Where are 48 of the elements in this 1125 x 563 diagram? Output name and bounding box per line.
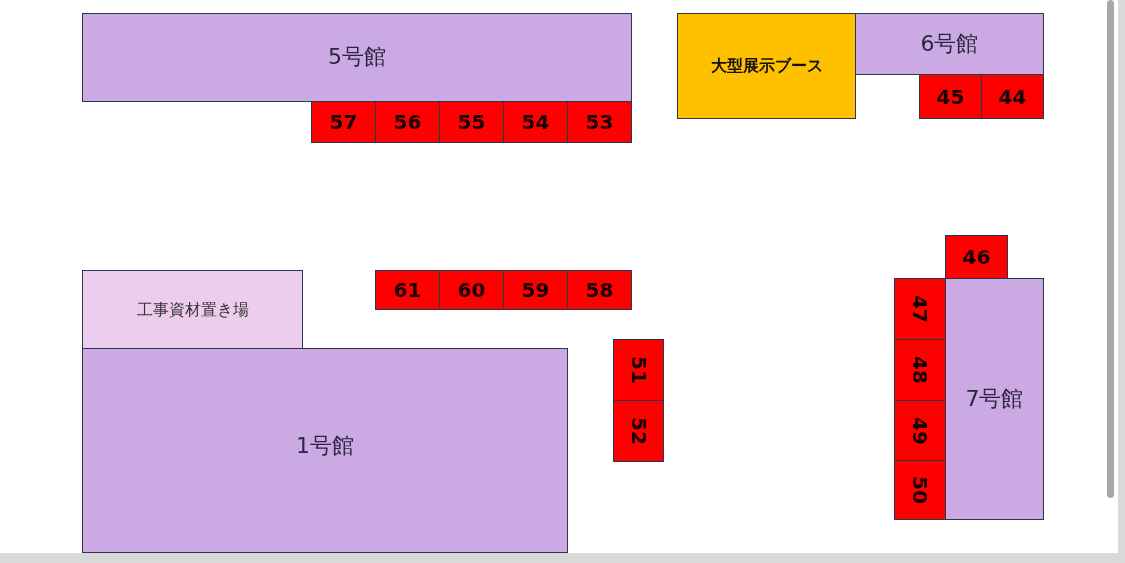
booth-box <box>945 235 1008 279</box>
booth-number: 51 <box>627 356 650 384</box>
booth-box <box>567 270 632 310</box>
area-label: 大型展示ブース <box>710 57 823 75</box>
area-label: 7号館 <box>965 386 1024 412</box>
booth-number: 50 <box>909 476 931 504</box>
area-label: 工事資材置き場 <box>136 300 249 319</box>
booth-number: 47 <box>909 295 931 323</box>
booth-box <box>613 400 664 462</box>
booth-box <box>375 101 440 143</box>
booth-number: 58 <box>585 279 614 301</box>
area-label: 5号館 <box>328 45 386 70</box>
booth-number: 52 <box>627 417 650 445</box>
booth-box <box>311 101 376 143</box>
hall-building <box>945 278 1044 520</box>
booth-number: 60 <box>457 279 486 301</box>
booth-box <box>503 270 568 310</box>
booth-number: 59 <box>521 279 550 301</box>
booth-box <box>894 278 946 340</box>
booth-box <box>981 74 1044 119</box>
booth-number: 57 <box>329 111 358 133</box>
booth-box <box>894 460 946 520</box>
booth-number: 49 <box>909 416 931 445</box>
booth-number: 53 <box>585 111 614 133</box>
area-label: 6号館 <box>920 31 979 57</box>
hall-building <box>82 348 568 553</box>
hall-building <box>855 13 1044 75</box>
hall-building <box>82 13 632 102</box>
booth-number: 48 <box>909 356 931 384</box>
booth-number: 54 <box>521 111 550 133</box>
area-label: 1号館 <box>296 434 354 459</box>
booth-number: 56 <box>393 111 422 133</box>
booth-number: 55 <box>457 111 486 133</box>
booth-box <box>439 270 504 310</box>
booth-number: 61 <box>393 279 422 301</box>
booth-number: 46 <box>962 246 991 268</box>
booth-box <box>894 339 946 401</box>
booth-number: 44 <box>998 85 1027 108</box>
booth-box <box>919 74 982 119</box>
booth-box <box>375 270 440 310</box>
booth-box <box>503 101 568 143</box>
large-booth-area <box>677 13 856 119</box>
booth-box <box>613 339 664 401</box>
booth-box <box>567 101 632 143</box>
booth-box <box>894 400 946 461</box>
booth-box <box>439 101 504 143</box>
storage-area <box>82 270 303 349</box>
booth-number: 45 <box>936 85 965 108</box>
